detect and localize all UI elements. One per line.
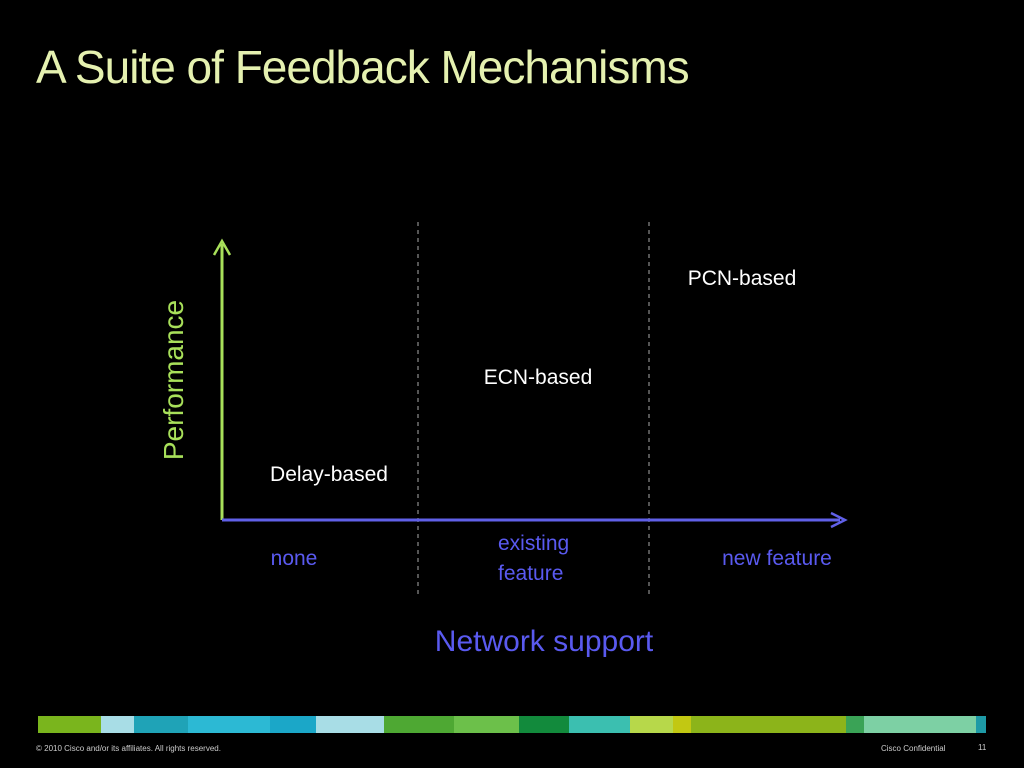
color-bar-segment xyxy=(845,716,865,733)
x-axis-arrowhead xyxy=(830,511,848,529)
footer-copyright: © 2010 Cisco and/or its affiliates. All … xyxy=(36,744,221,753)
y-axis-arrowhead xyxy=(212,238,232,256)
footer-color-bar xyxy=(38,716,986,733)
feedback-diagram: Performance Network support Delay-based … xyxy=(158,222,848,658)
color-bar-segment xyxy=(384,716,454,733)
mechanism-label-ecn: ECN-based xyxy=(484,366,593,389)
mechanism-label-pcn: PCN-based xyxy=(688,267,797,290)
x-axis-label: Network support xyxy=(435,625,654,658)
support-level-none: none xyxy=(271,547,318,570)
footer-confidential: Cisco Confidential xyxy=(881,744,946,753)
color-bar-segment xyxy=(630,716,674,733)
mechanism-label-delay: Delay-based xyxy=(270,463,388,486)
slide-title: A Suite of Feedback Mechanisms xyxy=(36,41,690,93)
color-bar-segment xyxy=(975,716,986,733)
color-bar-segment xyxy=(101,716,134,733)
color-bar-segment xyxy=(38,716,101,733)
support-level-new: new feature xyxy=(722,547,832,570)
color-bar-segment xyxy=(316,716,385,733)
color-bar-segment xyxy=(269,716,317,733)
color-bar-segment xyxy=(673,716,692,733)
color-bar-segment xyxy=(691,716,846,733)
color-bar-segment xyxy=(864,716,976,733)
footer-page-number: 11 xyxy=(978,743,987,752)
y-axis-label: Performance xyxy=(158,300,189,460)
color-bar-segment xyxy=(569,716,631,733)
color-bar-segment xyxy=(133,716,189,733)
support-level-existing-line2: feature xyxy=(498,562,563,585)
support-level-existing-line1: existing xyxy=(498,532,569,555)
color-bar-segment xyxy=(188,716,270,733)
color-bar-segment xyxy=(453,716,519,733)
color-bar-segment xyxy=(518,716,570,733)
